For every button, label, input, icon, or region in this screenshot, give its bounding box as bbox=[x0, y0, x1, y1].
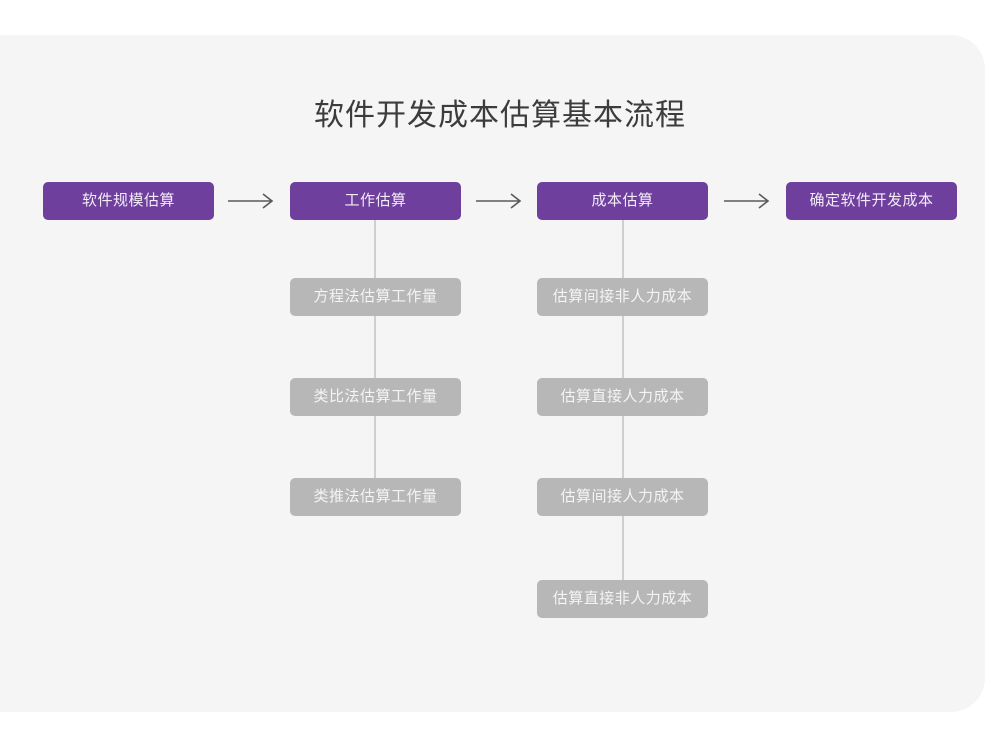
branch-node-label: 估算直接非人力成本 bbox=[552, 590, 693, 607]
connector-line-branch-1 bbox=[374, 219, 376, 509]
branch-node-indirect-labor-cost[interactable]: 估算间接人力成本 bbox=[537, 478, 708, 516]
flow-arrow-icon-2 bbox=[475, 189, 525, 213]
step-node-label: 软件规模估算 bbox=[81, 192, 175, 209]
branch-node-label: 估算间接非人力成本 bbox=[552, 288, 693, 305]
step-node-label: 确定软件开发成本 bbox=[809, 192, 934, 209]
branch-node-direct-labor-cost[interactable]: 估算直接人力成本 bbox=[537, 378, 708, 416]
step-node-determine-development-cost[interactable]: 确定软件开发成本 bbox=[786, 182, 957, 220]
branch-node-label: 估算间接人力成本 bbox=[560, 488, 685, 505]
branch-node-label: 估算直接人力成本 bbox=[560, 388, 685, 405]
diagram-card bbox=[0, 35, 985, 712]
branch-node-analogy-method-workload[interactable]: 类比法估算工作量 bbox=[290, 378, 461, 416]
branch-node-label: 方程法估算工作量 bbox=[313, 288, 438, 305]
step-node-label: 工作估算 bbox=[344, 192, 407, 209]
page-title: 软件开发成本估算基本流程 bbox=[314, 99, 686, 132]
branch-node-inference-method-workload[interactable]: 类推法估算工作量 bbox=[290, 478, 461, 516]
branch-node-equation-method-workload[interactable]: 方程法估算工作量 bbox=[290, 278, 461, 316]
branch-node-indirect-non-labor-cost[interactable]: 估算间接非人力成本 bbox=[537, 278, 708, 316]
step-node-cost-estimation[interactable]: 成本估算 bbox=[537, 182, 708, 220]
step-node-software-scale-estimation[interactable]: 软件规模估算 bbox=[43, 182, 214, 220]
branch-node-direct-non-labor-cost[interactable]: 估算直接非人力成本 bbox=[537, 580, 708, 618]
flow-arrow-icon-1 bbox=[227, 189, 277, 213]
step-node-label: 成本估算 bbox=[591, 192, 654, 209]
step-node-work-estimation[interactable]: 工作估算 bbox=[290, 182, 461, 220]
branch-node-label: 类比法估算工作量 bbox=[313, 388, 438, 405]
flow-arrow-icon-3 bbox=[723, 189, 773, 213]
branch-node-label: 类推法估算工作量 bbox=[313, 488, 438, 505]
